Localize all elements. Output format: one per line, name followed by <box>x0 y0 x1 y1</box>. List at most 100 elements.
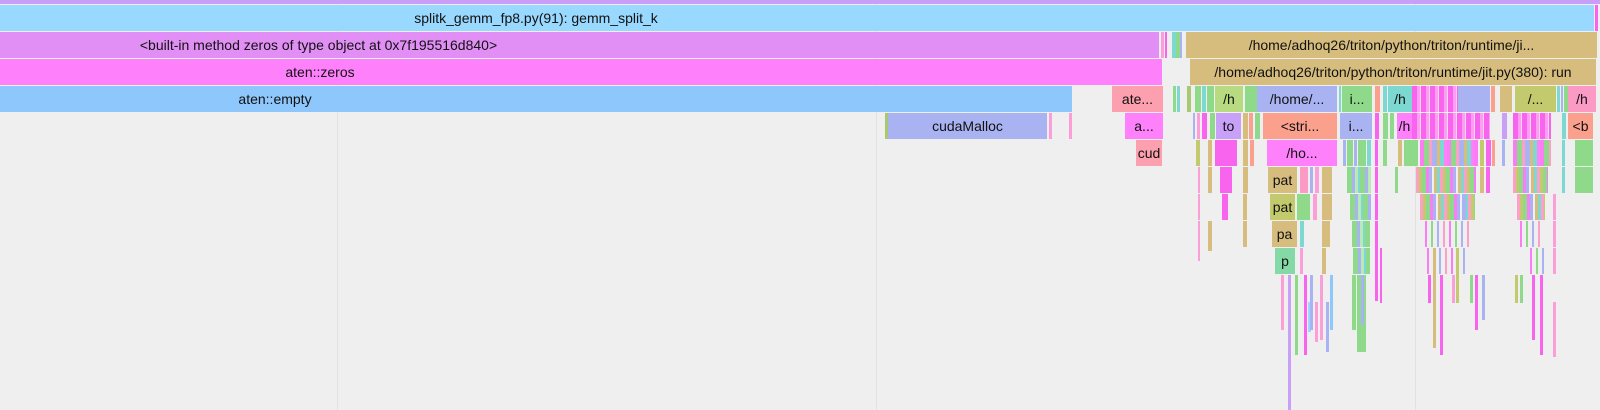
flame-frame-sliver[interactable] <box>1520 221 1542 247</box>
flame-frame-sliver[interactable] <box>1502 140 1505 166</box>
flame-frame-spike[interactable] <box>1433 248 1436 348</box>
flame-frame-sliver[interactable] <box>1243 221 1247 247</box>
flame-frame-sliver[interactable] <box>1530 248 1544 274</box>
flame-frame[interactable]: /h <box>1568 86 1596 112</box>
flame-frame-sliver[interactable] <box>1358 140 1366 166</box>
flame-frame[interactable]: <built-in method zeros of type object at… <box>0 32 1159 58</box>
flame-frame-sliver[interactable] <box>1300 248 1303 274</box>
flame-frame[interactable]: <stri... <box>1263 113 1337 139</box>
flame-frame-sliver[interactable] <box>1458 86 1490 112</box>
flame-frame-sliver[interactable] <box>1243 113 1248 139</box>
flame-frame-spike[interactable] <box>1540 275 1543 355</box>
flame-frame-sliver[interactable] <box>1161 32 1164 58</box>
flame-frame-sliver[interactable] <box>1347 167 1371 193</box>
flame-frame-sliver[interactable] <box>1416 167 1476 193</box>
flame-frame-sliver[interactable] <box>1187 86 1191 112</box>
flame-frame-sliver[interactable] <box>1313 194 1317 220</box>
flame-frame-sliver[interactable] <box>1492 140 1495 166</box>
flame-frame-sliver[interactable] <box>1173 86 1176 112</box>
flame-frame-sliver[interactable] <box>1300 221 1304 247</box>
flame-frame-sliver[interactable] <box>1322 248 1326 274</box>
flame-frame[interactable]: /home/adhoq26/triton/python/triton/runti… <box>1190 59 1596 85</box>
flame-frame[interactable]: aten::empty <box>0 86 1072 112</box>
flame-frame-sliver[interactable] <box>1502 113 1507 139</box>
flame-frame-sliver[interactable] <box>1480 167 1484 193</box>
flame-frame-sliver[interactable] <box>1395 167 1398 193</box>
flame-frame-sliver[interactable] <box>1420 140 1478 166</box>
flame-frame-sliver[interactable] <box>1196 140 1200 166</box>
flame-frame[interactable]: to <box>1216 113 1241 139</box>
flame-frame-sliver[interactable] <box>1069 113 1072 139</box>
flame-frame-sliver[interactable] <box>1480 140 1484 166</box>
flame-frame-spike[interactable] <box>1295 275 1298 355</box>
flame-frame-sliver[interactable] <box>1193 113 1195 139</box>
flame-frame-spike[interactable] <box>1375 221 1378 301</box>
flame-frame-sliver[interactable] <box>1564 86 1568 112</box>
flame-frame[interactable]: /h <box>1397 113 1412 139</box>
flame-frame-sliver[interactable] <box>1202 113 1207 139</box>
flame-frame-sliver[interactable] <box>1404 140 1418 166</box>
flame-frame-sliver[interactable] <box>1575 140 1593 166</box>
flame-frame[interactable]: p <box>1275 248 1295 274</box>
flame-frame-sliver[interactable] <box>0 0 1600 4</box>
flame-frame-sliver[interactable] <box>1195 86 1201 112</box>
flame-frame-sliver[interactable] <box>1249 113 1253 139</box>
flame-frame-sliver[interactable] <box>1353 248 1370 274</box>
flame-frame-sliver[interactable] <box>1049 113 1052 139</box>
flame-frame-sliver[interactable] <box>1245 86 1257 112</box>
flame-frame-sliver[interactable] <box>1375 86 1380 112</box>
flame-frame-sliver[interactable] <box>1255 113 1260 139</box>
flame-frame-sliver[interactable] <box>1562 113 1566 139</box>
flame-frame-sliver[interactable] <box>1462 194 1466 220</box>
flame-frame-sliver[interactable] <box>1561 86 1563 112</box>
flame-frame-sliver[interactable] <box>1210 113 1215 139</box>
flame-frame[interactable]: i... <box>1342 86 1372 112</box>
flame-frame[interactable]: i... <box>1340 113 1372 139</box>
flame-frame-sliver[interactable] <box>1375 194 1378 220</box>
flame-frame-spike[interactable] <box>1482 275 1485 320</box>
flame-frame-sliver[interactable] <box>1343 140 1346 166</box>
flame-frame[interactable]: /home/... <box>1257 86 1337 112</box>
flame-frame-sliver[interactable] <box>1553 194 1556 220</box>
flame-frame-spike[interactable] <box>1515 275 1518 303</box>
flame-frame[interactable]: splitk_gemm_fp8.py(91): gemm_split_k <box>0 5 1594 31</box>
flame-frame-spike[interactable] <box>1475 275 1478 330</box>
flame-frame-sliver[interactable] <box>1425 221 1470 247</box>
flame-frame-spike[interactable] <box>1553 302 1556 357</box>
flame-frame-sliver[interactable] <box>1243 140 1248 166</box>
flame-frame-sliver[interactable] <box>1390 113 1394 139</box>
flame-frame-sliver[interactable] <box>1208 140 1212 166</box>
flame-frame-sliver[interactable] <box>1172 32 1176 58</box>
flame-frame-sliver[interactable] <box>1412 86 1458 112</box>
flame-frame-sliver[interactable] <box>1180 32 1182 58</box>
flame-frame-sliver[interactable] <box>1322 221 1330 247</box>
flame-frame-spike[interactable] <box>1352 275 1356 330</box>
flame-frame-sliver[interactable] <box>1383 140 1387 166</box>
flame-frame-sliver[interactable] <box>1491 86 1495 112</box>
flame-frame-sliver[interactable] <box>1383 86 1387 112</box>
flame-frame-sliver[interactable] <box>1375 140 1378 166</box>
flame-frame-spike[interactable] <box>1380 248 1382 303</box>
flame-frame[interactable]: pa <box>1272 221 1297 247</box>
flame-frame-sliver[interactable] <box>1297 194 1310 220</box>
flame-frame-spike[interactable] <box>1326 302 1329 352</box>
flame-frame-spike[interactable] <box>1315 302 1318 342</box>
flame-frame-spike[interactable] <box>1520 275 1523 303</box>
flame-frame-sliver[interactable] <box>1198 167 1200 193</box>
flame-frame-sliver[interactable] <box>1553 221 1556 247</box>
flame-frame[interactable]: cudaMalloc <box>888 113 1047 139</box>
flame-frame-sliver[interactable] <box>1347 140 1353 166</box>
flame-frame-sliver[interactable] <box>1250 140 1254 166</box>
flame-frame-sliver[interactable] <box>1553 248 1556 274</box>
flame-frame[interactable]: aten::zeros <box>0 59 1162 85</box>
flame-frame-sliver[interactable] <box>1500 86 1512 112</box>
flame-frame-spike[interactable] <box>1288 275 1291 410</box>
flame-frame[interactable]: pat <box>1270 194 1295 220</box>
flame-frame[interactable]: ate... <box>1112 86 1163 112</box>
flame-frame[interactable]: /... <box>1515 86 1556 112</box>
flame-frame-spike[interactable] <box>1308 302 1311 332</box>
flame-frame-sliver[interactable] <box>1486 167 1490 193</box>
flame-frame-sliver[interactable] <box>1300 167 1308 193</box>
flame-frame-sliver[interactable] <box>1322 167 1332 193</box>
flame-frame-sliver[interactable] <box>1412 113 1490 139</box>
